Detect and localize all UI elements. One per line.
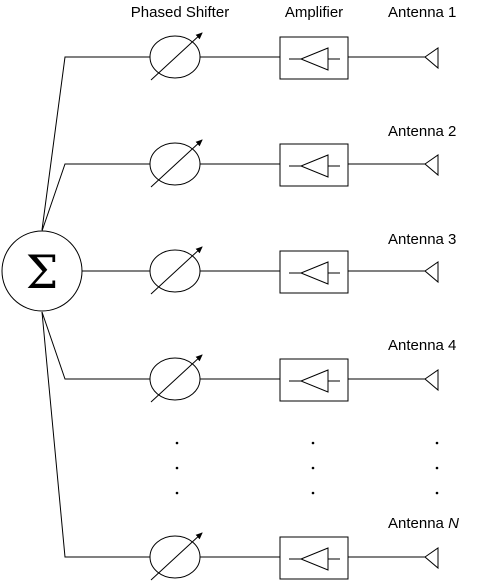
amplifier-2 <box>279 143 349 187</box>
phase-arrow-icon <box>150 246 203 295</box>
antenna-icon <box>424 154 439 177</box>
amplifier-triangle-icon <box>299 547 329 571</box>
antenna-label-3: Antenna 3 <box>388 231 456 248</box>
antenna-icon <box>424 261 439 284</box>
amplifier-triangle-icon <box>299 261 329 285</box>
phase-shifter-header: Phased Shifter <box>131 4 229 21</box>
phase-shifter-3 <box>149 246 203 295</box>
amplifier-header: Amplifier <box>285 4 343 21</box>
phase-arrow-icon <box>150 354 203 403</box>
amplifier-triangle-icon <box>299 369 329 393</box>
antenna-label-4: Antenna 4 <box>388 337 456 354</box>
feed-line-1 <box>41 56 150 231</box>
antenna-index-n: N <box>448 515 459 532</box>
phase-arrow-icon <box>150 532 203 581</box>
branch-4: Antenna 4 <box>149 337 456 403</box>
feed-line-4 <box>41 311 150 380</box>
branch-3: Antenna 3 <box>149 231 456 295</box>
antenna-icon <box>424 547 439 570</box>
sigma-symbol: Σ <box>26 245 59 299</box>
antenna-label-n-prefix: Antenna <box>388 515 448 532</box>
amplifier-triangle-icon <box>299 47 329 71</box>
antenna-label-1: Antenna 1 <box>388 4 456 21</box>
phase-shifter-2 <box>149 139 203 188</box>
phase-shifter-n <box>149 532 203 581</box>
amplifier-1 <box>279 36 349 80</box>
summation-node: Σ <box>1 230 83 312</box>
antenna-label-n: Antenna N <box>388 515 459 532</box>
branch-n: Antenna N <box>149 515 459 581</box>
branch-2: Antenna 2 <box>149 123 456 188</box>
amplifier-triangle-icon <box>299 154 329 178</box>
antenna-icon <box>424 369 439 392</box>
antenna-icon <box>424 47 439 70</box>
phase-shifter-1 <box>149 32 203 81</box>
feed-line-n <box>41 311 150 558</box>
phase-arrow-icon <box>150 139 203 188</box>
amplifier-4 <box>279 358 349 402</box>
antenna-label-2: Antenna 2 <box>388 123 456 140</box>
feed-line-2 <box>41 163 150 232</box>
feed-lines <box>41 56 150 558</box>
phase-arrow-icon <box>150 32 203 81</box>
amplifier-n <box>279 536 349 580</box>
amplifier-3 <box>279 250 349 294</box>
continuation-dots <box>175 441 439 495</box>
branch-1: Antenna 1 <box>149 4 456 81</box>
phase-shifter-4 <box>149 354 203 403</box>
